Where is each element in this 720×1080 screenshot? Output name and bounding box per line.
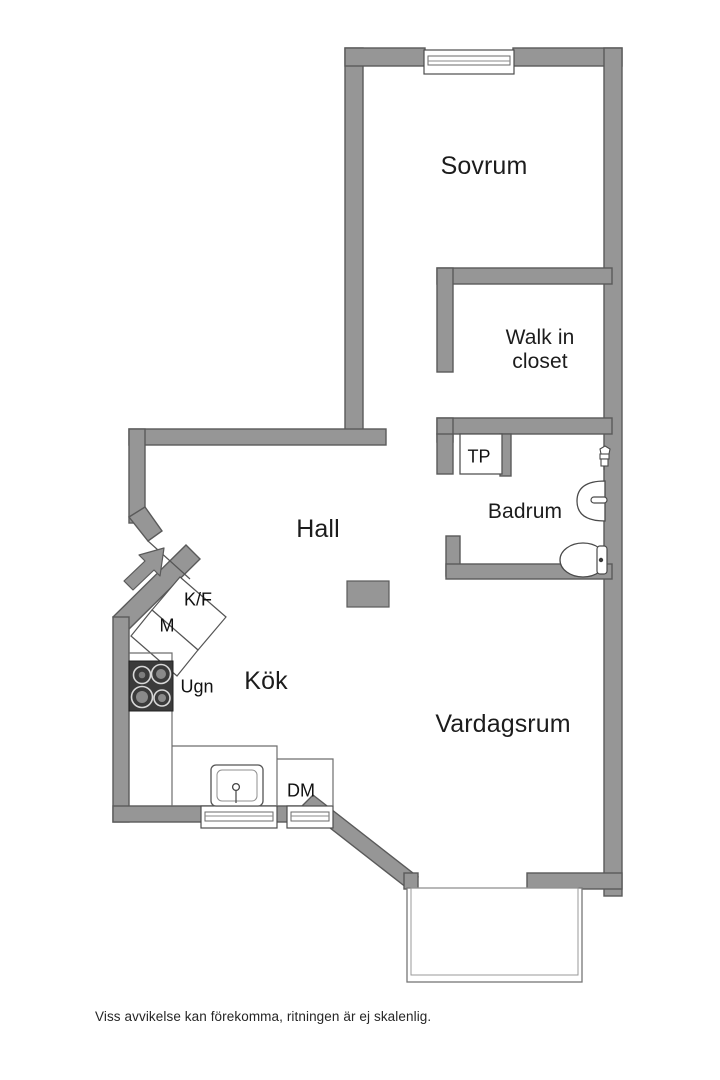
room-label-vardagsrum: Vardagsrum (435, 709, 571, 738)
kitchen-counter (129, 652, 334, 806)
disclaimer-text: Viss avvikelse kan förekomma, ritningen … (95, 1009, 432, 1024)
appliance-label-dm: DM (287, 780, 315, 801)
wall-sovrum-west (344, 47, 364, 434)
wall-hall-north (128, 428, 387, 446)
wall-sovrum-north-left (344, 47, 426, 67)
appliance-label-kf: K/F (183, 589, 213, 610)
cabinet-m (130, 609, 199, 677)
wall-walkin-north (436, 267, 613, 285)
appliance-label-tp: TP (467, 446, 491, 467)
wall-entrance-jog (127, 506, 163, 542)
toilet-icon (559, 542, 608, 578)
appliance-label-m: M (159, 615, 175, 636)
wall-balcony-left (403, 872, 419, 890)
entrance-door (147, 540, 191, 580)
window-group (200, 49, 515, 829)
wall-kitchen-west (112, 616, 130, 823)
walk-in-line-2: closet (512, 350, 568, 373)
wall-badrum-west-upper (436, 433, 454, 475)
window-bedroom-north (423, 49, 515, 75)
entrance-arrow-icon (123, 547, 165, 591)
laundry-tower-box (459, 433, 503, 475)
wall-east-exterior (603, 47, 623, 897)
room-label-hall: Hall (296, 514, 340, 543)
room-label-walk-in-closet: Walk in closet (506, 326, 575, 374)
wall-group (112, 47, 623, 897)
stove-cooktop (128, 660, 174, 712)
kitchen-angled-cabinets (130, 576, 227, 677)
wall-living-south-right (526, 872, 623, 890)
window-kitchen-left (200, 805, 278, 829)
room-label-badrum: Badrum (487, 500, 563, 524)
balcony (406, 887, 583, 983)
wall-walkin-west (436, 267, 454, 373)
room-label-sovrum: Sovrum (440, 151, 528, 180)
walk-in-line-1: Walk in (505, 326, 575, 350)
room-label-kok: Kök (244, 666, 288, 695)
shower-mixer-icon (599, 445, 611, 470)
wall-walkin-south (436, 417, 613, 435)
window-kitchen-right (286, 805, 334, 829)
kitchen-sink (210, 764, 264, 807)
appliance-label-ugn: Ugn (180, 676, 214, 697)
structural-pillar (346, 580, 390, 608)
bathroom-basin-icon (576, 480, 608, 522)
